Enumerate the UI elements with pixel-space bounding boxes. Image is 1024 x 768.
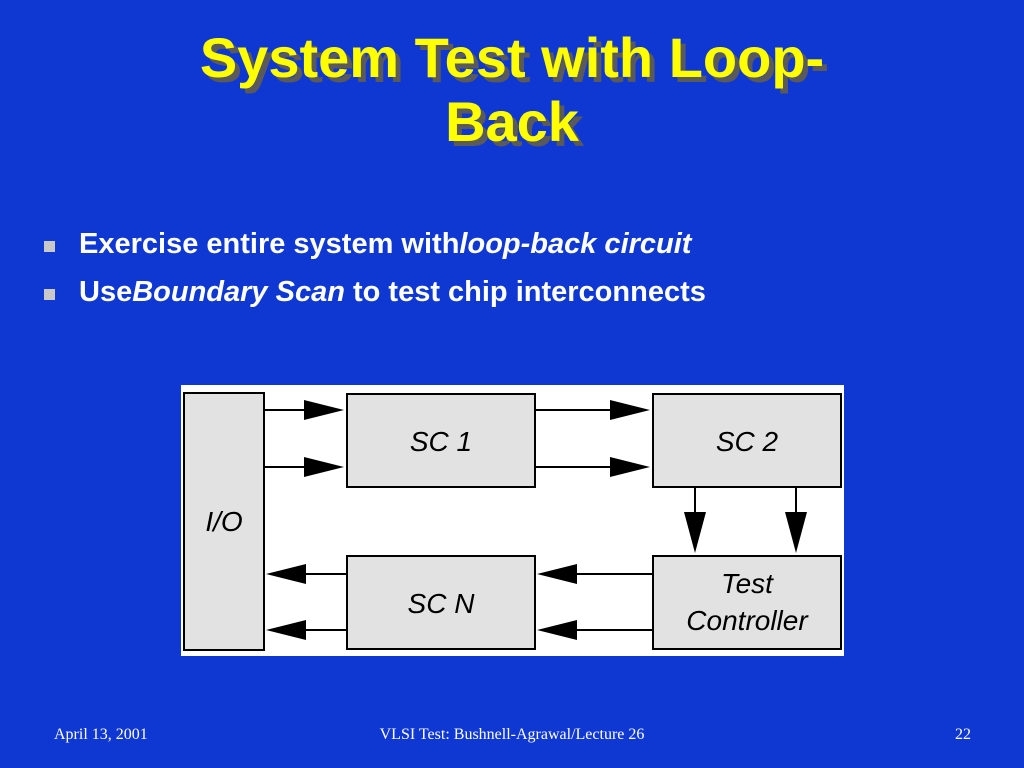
arrow-scn-to-io-bottom — [266, 620, 347, 640]
bullet-text-italic: Boundary Scan — [132, 275, 345, 308]
io-box — [183, 392, 265, 651]
scn-box — [346, 555, 536, 650]
sc1-label: SC 1 — [410, 426, 472, 457]
loop-back-diagram: I/O SC 1 SC 2 SC N Test Controller — [181, 385, 844, 656]
square-bullet-icon — [44, 240, 55, 252]
sc1-box — [346, 393, 536, 488]
arrow-sc1-to-sc2-bottom — [535, 457, 650, 477]
bullet-text-before: Exercise entire system with — [79, 227, 460, 260]
footer-page-number: 22 — [955, 726, 971, 743]
test-controller-box — [652, 555, 842, 650]
sc2-label: SC 2 — [716, 426, 779, 457]
square-bullet-icon — [44, 288, 55, 300]
bullet-text-after: to test chip interconnects — [344, 275, 706, 308]
slide-title: System Test with Loop- Back — [0, 26, 1024, 154]
arrow-scn-to-io-top — [266, 564, 347, 584]
arrow-controller-to-scn-top — [537, 564, 653, 584]
slide-title-line2: Back — [445, 90, 579, 153]
slide-title-line1: System Test with Loop- — [199, 26, 825, 89]
scn-label: SC N — [408, 588, 476, 619]
bullet-list: Exercise entire system with loop-back ci… — [44, 220, 706, 316]
arrow-sc1-to-sc2-top — [535, 400, 650, 420]
test-controller-label-line1: Test — [721, 568, 774, 599]
bullet-item: Exercise entire system with loop-back ci… — [44, 220, 706, 268]
bullet-text-italic: loop-back circuit — [459, 227, 692, 260]
footer-date: April 13, 2001 — [54, 726, 148, 743]
arrow-io-to-sc1-bottom — [264, 457, 344, 477]
bullet-item: Use Boundary Scan to test chip interconn… — [44, 268, 706, 316]
io-label: I/O — [205, 506, 242, 537]
sc2-box — [652, 393, 842, 488]
arrow-sc2-to-controller-right — [785, 487, 807, 553]
bullet-text-before: Use — [79, 275, 133, 308]
arrow-io-to-sc1-top — [264, 400, 344, 420]
arrow-sc2-to-controller-left — [684, 487, 706, 553]
diagram-svg: I/O SC 1 SC 2 SC N Test Controller — [183, 392, 842, 651]
footer-course: VLSI Test: Bushnell-Agrawal/Lecture 26 — [379, 726, 645, 743]
arrow-controller-to-scn-bottom — [537, 620, 653, 640]
test-controller-label-line2: Controller — [686, 605, 809, 636]
